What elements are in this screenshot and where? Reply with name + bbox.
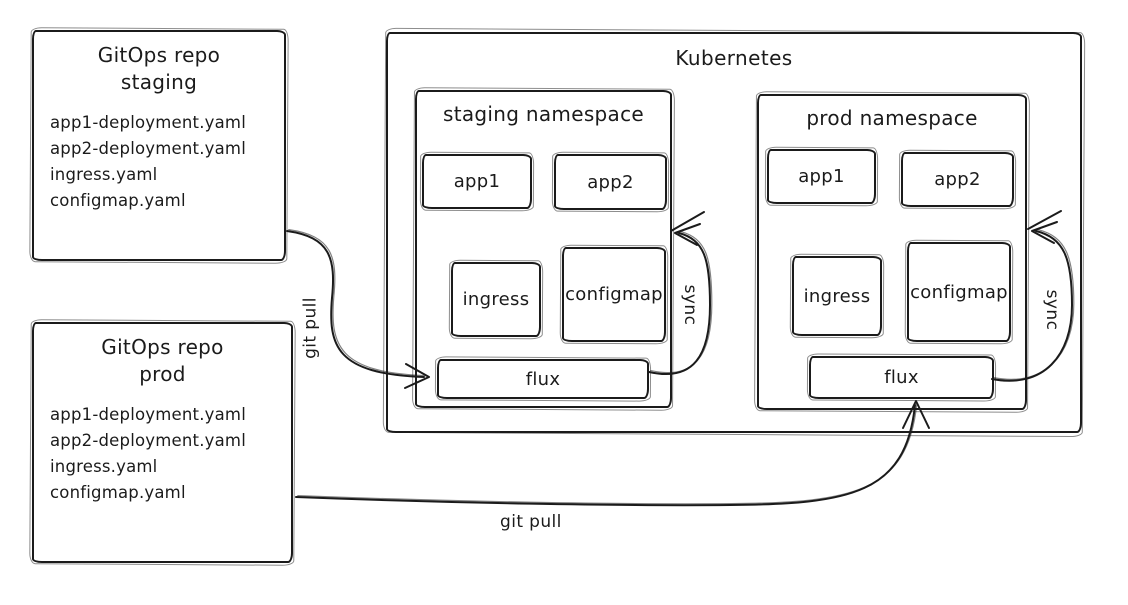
prod-configmap-label: configmap [910,281,1008,303]
file-item: app1-deployment.yaml [50,113,246,132]
gitops-repo-prod-title: GitOps repo prod [34,334,291,388]
kubernetes-cluster-box: Kubernetes staging namespace app1 app2 i… [386,32,1082,433]
gitops-repo-staging-title: GitOps repo staging [34,42,284,96]
gitops-repo-prod-box: GitOps repo prod app1-deployment.yaml ap… [32,322,293,563]
staging-app2-box: app2 [554,154,667,210]
prod-git-pull-label: git pull [500,512,562,532]
file-item: app2-deployment.yaml [50,431,246,450]
gitops-repo-staging-files: app1-deployment.yaml app2-deployment.yam… [34,110,284,214]
prod-flux-label: flux [884,367,919,388]
staging-app1-label: app1 [453,171,501,192]
staging-sync-label: sync [680,284,700,326]
repo-title-line2: prod [139,362,186,386]
repo-title-line1: GitOps repo [101,335,224,359]
prod-ingress-label: ingress [803,285,871,307]
prod-namespace-label: prod namespace [806,106,978,130]
prod-app2-label: app2 [934,169,981,190]
file-item: ingress.yaml [50,165,158,184]
file-item: ingress.yaml [50,457,158,476]
prod-app2-box: app2 [901,152,1014,207]
staging-namespace-label: staging namespace [443,102,644,126]
staging-flux-label: flux [525,368,561,390]
file-item: app2-deployment.yaml [50,139,246,158]
staging-ingress-box: ingress [451,262,541,337]
staging-configmap-label: configmap [565,284,663,305]
staging-app1-box: app1 [422,154,532,209]
gitops-repo-staging-box: GitOps repo staging app1-deployment.yaml… [32,30,286,261]
prod-configmap-box: configmap [907,242,1011,342]
staging-configmap-box: configmap [562,247,666,342]
staging-app2-label: app2 [587,171,634,193]
prod-app1-label: app1 [798,166,845,187]
prod-flux-box: flux [809,356,994,399]
file-item: configmap.yaml [50,483,186,502]
staging-flux-box: flux [437,359,649,399]
prod-ingress-box: ingress [792,256,882,336]
prod-app1-box: app1 [767,149,876,204]
gitops-repo-prod-files: app1-deployment.yaml app2-deployment.yam… [34,402,291,506]
file-item: configmap.yaml [50,191,186,210]
repo-title-line2: staging [120,70,198,94]
prod-sync-label: sync [1042,289,1062,331]
prod-namespace-box: prod namespace app1 app2 ingress configm… [757,94,1027,410]
staging-git-pull-label: git pull [300,297,321,359]
staging-namespace-box: staging namespace app1 app2 ingress conf… [415,90,672,408]
repo-title-line1: GitOps repo [97,43,221,67]
staging-ingress-label: ingress [462,289,530,310]
file-item: app1-deployment.yaml [50,405,246,424]
kubernetes-label: Kubernetes [675,46,793,70]
